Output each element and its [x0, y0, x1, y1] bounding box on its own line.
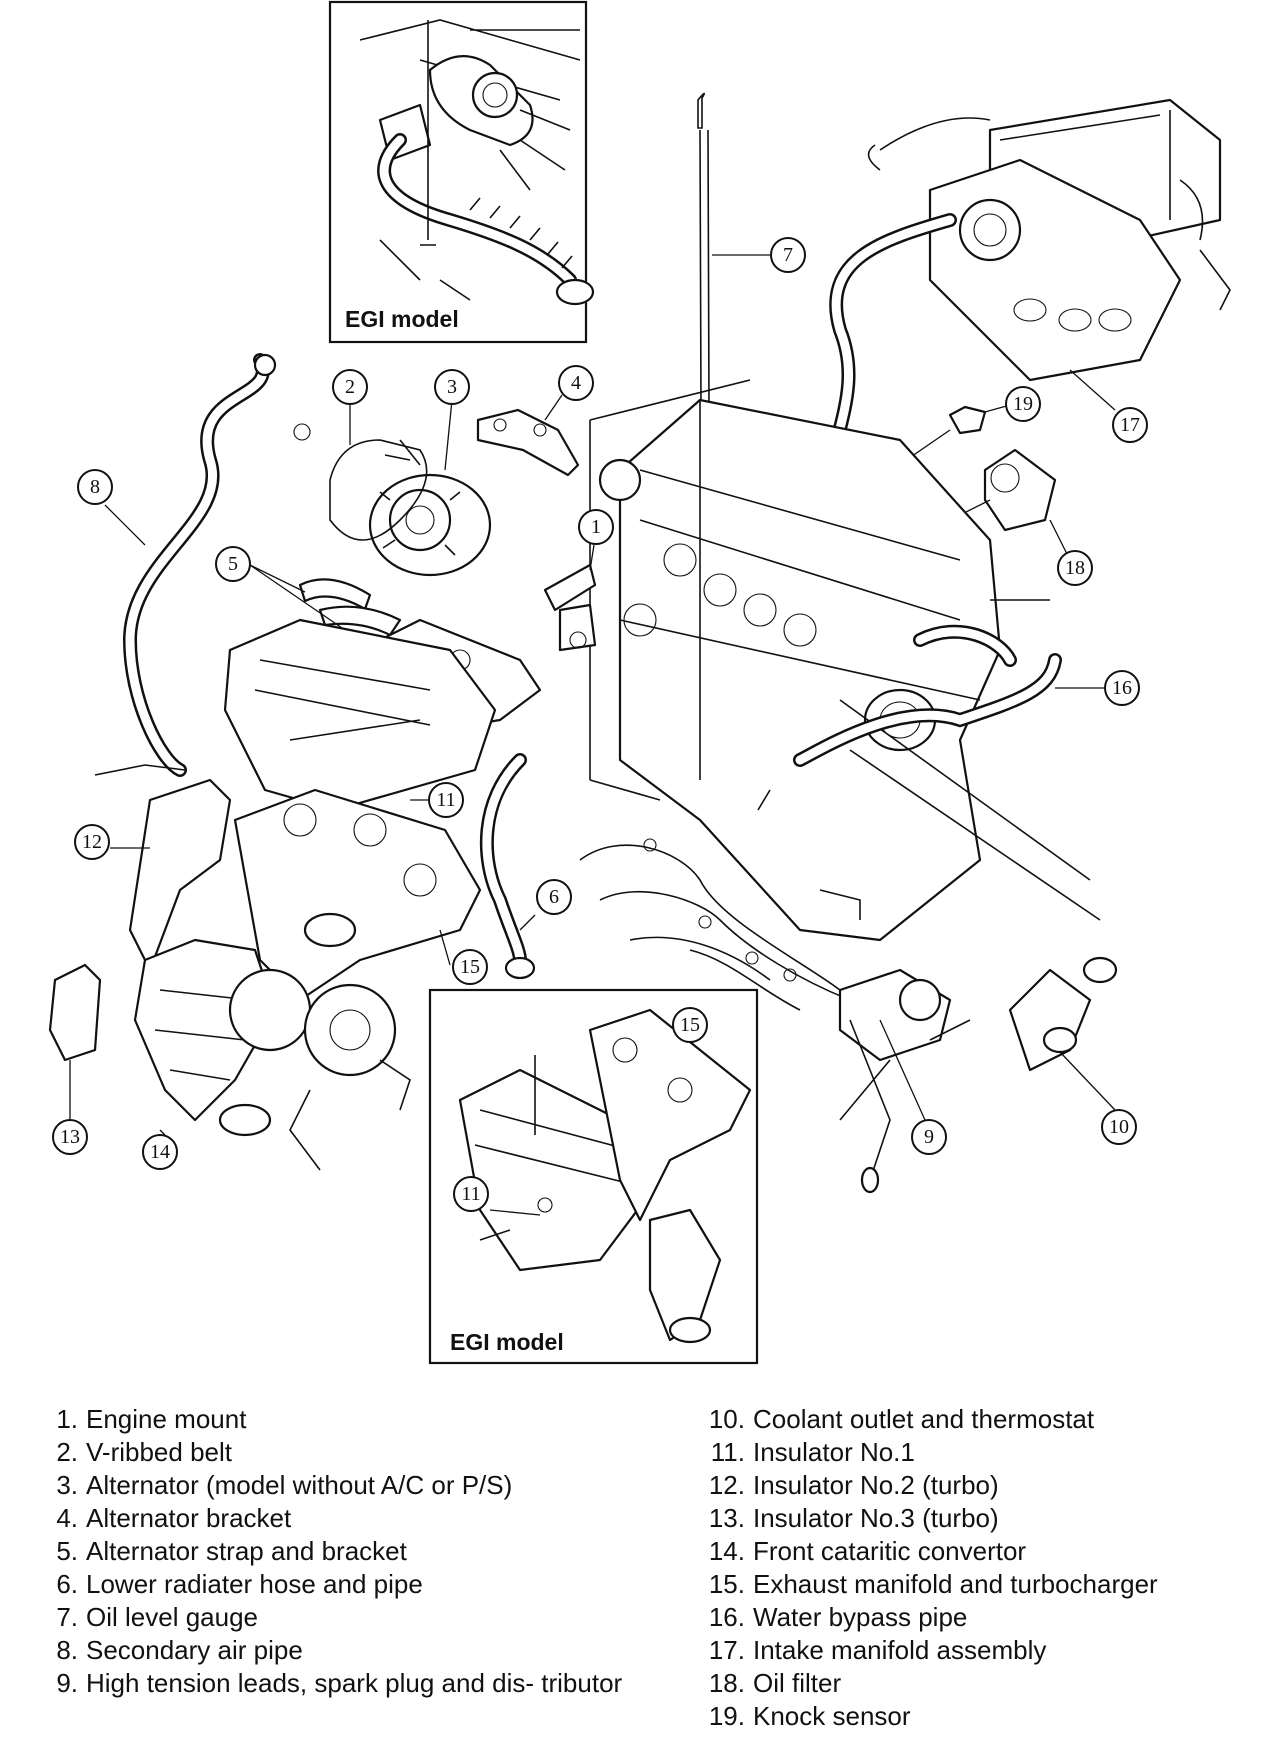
svg-text:16: 16 — [1112, 677, 1132, 699]
legend-item: 7.Oil level gauge — [56, 1602, 258, 1632]
insulator-no2 — [110, 778, 232, 972]
inset-top-egi: EGI model — [328, 0, 595, 344]
svg-text:14: 14 — [150, 1141, 170, 1163]
svg-text:2: 2 — [345, 376, 355, 398]
legend-item: 13.Insulator No.3 (turbo) — [708, 1503, 999, 1533]
svg-text:15: 15 — [680, 1014, 700, 1036]
legend-item: 4.Alternator bracket — [56, 1503, 292, 1533]
legend-item: 9.High tension leads, spark plug and dis… — [56, 1668, 623, 1698]
svg-text:7: 7 — [783, 244, 793, 266]
svg-text:6: 6 — [549, 886, 559, 908]
callout-13: 13 — [52, 1119, 88, 1155]
svg-text:18: 18 — [1065, 557, 1085, 579]
insulator-no1 — [223, 618, 497, 812]
water-bypass-pipe — [757, 653, 1105, 811]
legend-item: 5.Alternator strap and bracket — [56, 1536, 407, 1566]
svg-text:10: 10 — [1109, 1116, 1129, 1138]
callout-16: 16 — [1104, 670, 1140, 706]
callout-12: 12 — [74, 824, 110, 860]
v-ribbed-belt — [329, 400, 428, 541]
callout-15-inset: 15 — [672, 1007, 708, 1043]
legend-item: 16.Water bypass pipe — [708, 1602, 968, 1632]
turbocharger — [228, 968, 411, 1171]
svg-text:19: 19 — [1013, 393, 1033, 415]
legend-item: 10.Coolant outlet and thermostat — [708, 1404, 1095, 1434]
svg-text:4: 4 — [571, 372, 581, 394]
secondary-air-pipe — [94, 353, 311, 777]
callout-18: 18 — [1057, 550, 1093, 586]
callout-4: 4 — [558, 365, 594, 401]
svg-text:9: 9 — [924, 1126, 934, 1148]
exploded-engine-diagram: EGI model — [48, 0, 1231, 1365]
callout-15: 15 — [452, 949, 488, 985]
svg-text:8: 8 — [90, 476, 100, 498]
legend-item: 11.Insulator No.1 — [710, 1437, 915, 1467]
svg-text:17: 17 — [1120, 414, 1140, 436]
inset-top-label: EGI model — [345, 306, 459, 332]
callout-1: 1 — [578, 509, 614, 545]
alternator — [368, 399, 492, 577]
intake-manifold-assembly — [823, 98, 1231, 477]
legend-item: 12.Insulator No.2 (turbo) — [708, 1470, 999, 1500]
legend-item: 1.Engine mount — [56, 1404, 247, 1434]
callout-5: 5 — [215, 546, 251, 582]
callout-7: 7 — [770, 237, 806, 273]
callout-19: 19 — [1005, 386, 1041, 422]
legend-item: 6.Lower radiater hose and pipe — [56, 1569, 423, 1599]
svg-text:12: 12 — [82, 831, 102, 853]
legend-item: 8.Secondary air pipe — [56, 1635, 303, 1665]
legend-item: 15.Exhaust manifold and turbocharger — [708, 1569, 1158, 1599]
callout-10: 10 — [1101, 1109, 1137, 1145]
inset-bottom-egi: EGI model — [428, 988, 759, 1365]
high-tension-leads-distributor — [579, 838, 952, 1194]
callout-17: 17 — [1112, 407, 1148, 443]
svg-text:15: 15 — [460, 956, 480, 978]
svg-text:3: 3 — [447, 376, 457, 398]
callout-8: 8 — [77, 469, 113, 505]
coolant-outlet-thermostat — [929, 956, 1118, 1111]
callout-14: 14 — [142, 1134, 178, 1170]
oil-filter — [929, 448, 1071, 561]
engine-mount — [543, 544, 597, 652]
callout-3: 3 — [434, 369, 470, 405]
legend-right-column: 10.Coolant outlet and thermostat 11.Insu… — [695, 1403, 1255, 1733]
callout-11-inset: 11 — [453, 1176, 489, 1212]
legend-item: 19.Knock sensor — [708, 1701, 911, 1731]
svg-text:11: 11 — [436, 789, 455, 811]
legend-item: 18.Oil filter — [708, 1668, 842, 1698]
legend-item: 17.Intake manifold assembly — [708, 1635, 1047, 1665]
inset-bottom-label: EGI model — [450, 1329, 564, 1355]
engine-block — [589, 379, 1101, 942]
callout-6: 6 — [536, 879, 572, 915]
legend-item: 2.V-ribbed belt — [56, 1437, 232, 1467]
insulator-no3 — [48, 963, 102, 1120]
svg-text:13: 13 — [60, 1126, 80, 1148]
legend-item: 3.Alternator (model without A/C or P/S) — [56, 1470, 513, 1500]
callout-9: 9 — [911, 1119, 947, 1155]
lower-radiator-hose-pipe — [479, 753, 536, 980]
exhaust-manifold — [233, 788, 482, 1002]
legend-item: 14.Front cataritic convertor — [708, 1536, 1027, 1566]
alternator-bracket — [476, 394, 580, 477]
svg-text:11: 11 — [461, 1183, 480, 1205]
callout-2: 2 — [332, 369, 368, 405]
callout-11: 11 — [428, 782, 464, 818]
svg-text:5: 5 — [228, 553, 238, 575]
legend-left-column: 1.Engine mount 2.V-ribbed belt 3.Alterna… — [44, 1403, 664, 1700]
svg-text:1: 1 — [591, 516, 601, 538]
